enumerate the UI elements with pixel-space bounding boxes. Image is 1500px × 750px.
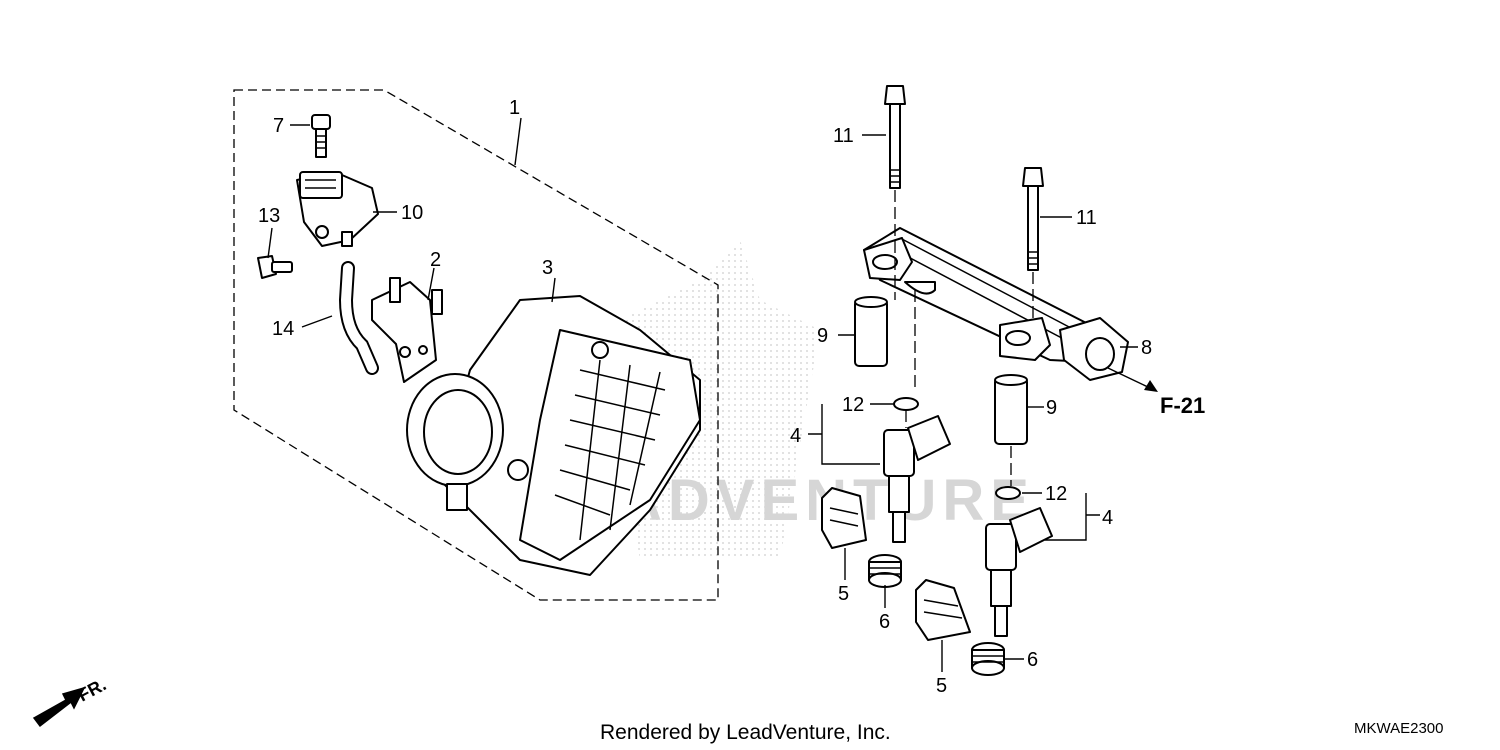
- o-ring-12-right: [995, 486, 1021, 500]
- clip-5-left: [821, 487, 867, 549]
- callout-4-left: 4: [790, 425, 801, 447]
- callout-10: 10: [401, 202, 423, 224]
- bolt-13: [257, 255, 293, 279]
- callout-2: 2: [430, 249, 441, 271]
- callout-11-left: 11: [833, 125, 854, 147]
- bolt-11-right: [1022, 167, 1044, 271]
- fuel-rail-8: [863, 227, 1129, 381]
- assembly-boundary: [233, 89, 719, 601]
- seal-6-right: [971, 642, 1005, 676]
- footer-credit: Rendered by LeadVenture, Inc.: [600, 721, 891, 744]
- sensor-10: [296, 171, 379, 247]
- callout-5-left: 5: [838, 583, 849, 605]
- callout-9-left: 9: [817, 325, 828, 347]
- front-marker-label: FR.: [74, 674, 109, 705]
- bracket-2: [371, 277, 443, 383]
- screw-7: [311, 114, 331, 158]
- axis-right: [1010, 272, 1034, 486]
- callout-14: 14: [272, 318, 294, 340]
- leader-lines: [267, 117, 1138, 672]
- callout-12-right: 12: [1045, 483, 1067, 505]
- sleeve-9-left: [854, 296, 888, 367]
- bolt-11-left: [884, 85, 906, 189]
- injector-4-right: [985, 507, 1053, 637]
- seal-6-left: [868, 554, 902, 588]
- callout-12-left: 12: [842, 394, 864, 416]
- callout-9-right: 9: [1046, 397, 1057, 419]
- callout-4-right: 4: [1102, 507, 1113, 529]
- throttle-body-3: [406, 295, 701, 576]
- callout-6-left: 6: [879, 611, 890, 633]
- callout-1: 1: [509, 97, 520, 119]
- callout-7: 7: [273, 115, 284, 137]
- injector-4-left: [883, 415, 951, 543]
- callout-13: 13: [258, 205, 280, 227]
- callout-6-right: 6: [1027, 649, 1038, 671]
- front-marker: FR.: [32, 674, 109, 728]
- callout-5-right: 5: [936, 675, 947, 697]
- callout-11-right: 11: [1076, 207, 1097, 229]
- callout-8: 8: [1141, 337, 1152, 359]
- axis-left: [894, 190, 916, 428]
- callout-3: 3: [542, 257, 553, 279]
- sleeve-9-right: [994, 374, 1028, 445]
- reference-label[interactable]: F-21: [1160, 393, 1205, 418]
- o-ring-12-left: [893, 397, 919, 411]
- diagram-code: MKWAE2300: [1354, 720, 1443, 737]
- reference-arrow: [1107, 367, 1158, 392]
- clip-5-right: [915, 579, 971, 641]
